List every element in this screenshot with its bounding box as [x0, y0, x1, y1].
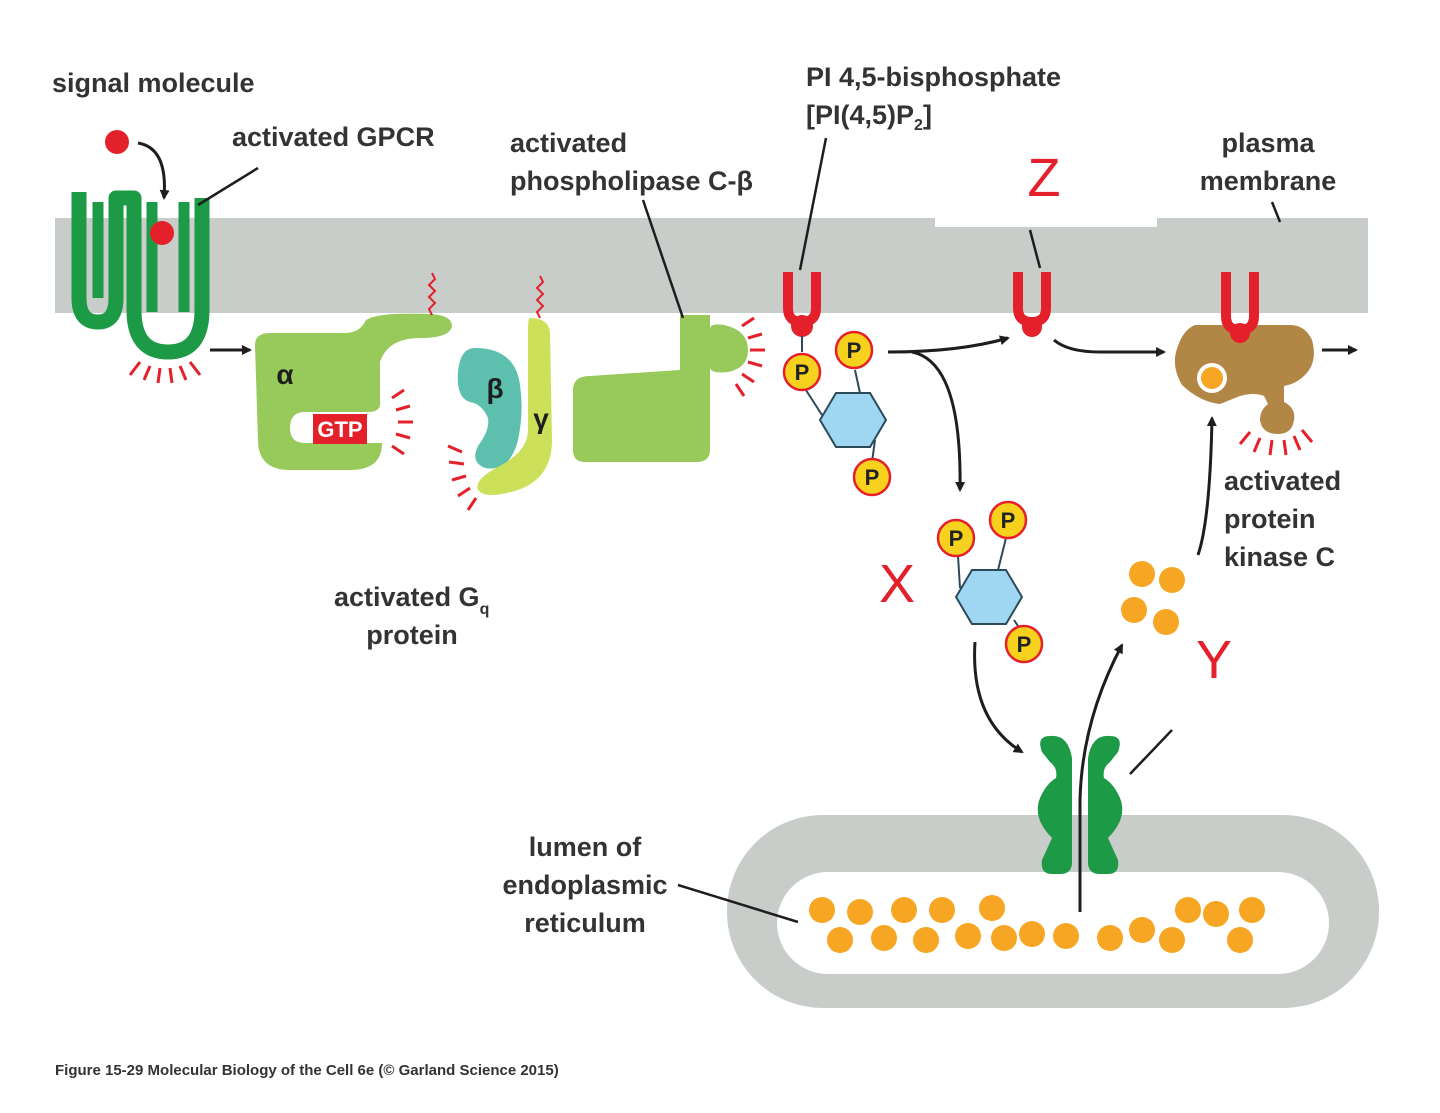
- gtp-tag: [313, 414, 367, 444]
- dag-molecule: [1013, 272, 1051, 337]
- pip2-bond-2: [854, 369, 861, 394]
- phosphate-label: P: [847, 338, 862, 363]
- plc-label-line1: activated: [510, 128, 627, 158]
- pip2-label-main: [PI(4,5)P: [806, 100, 914, 130]
- arrow-to-ip3: [911, 350, 966, 492]
- channel-binding-site-left: [1025, 758, 1045, 778]
- plasma-membrane: [55, 218, 1368, 313]
- gamma-label: γ: [533, 403, 549, 434]
- plc-label-line2: phospholipase C-β: [510, 166, 753, 196]
- plasma-label-line1: plasma: [1221, 128, 1315, 158]
- phosphate-label: P: [949, 526, 964, 551]
- ip3-inositol-ring: [954, 569, 1024, 625]
- pip2-inositol-ring: [818, 392, 888, 448]
- phosphate-label: P: [795, 360, 810, 385]
- beta-gamma-activation-rays: [447, 444, 478, 511]
- ip3-bond-1: [957, 555, 961, 589]
- alpha-label: α: [276, 359, 293, 390]
- signal-molecule-label: signal molecule: [52, 68, 255, 98]
- pkc-dag: [1221, 272, 1259, 343]
- pkc-label-line2: protein: [1224, 504, 1316, 534]
- pip2-phosphate-2: P: [834, 330, 874, 370]
- er-label-line1: lumen of: [529, 832, 643, 862]
- arrow-calcium-release: [1078, 643, 1124, 912]
- plasma-label-line2: membrane: [1200, 166, 1337, 196]
- marker-x: X: [879, 554, 915, 614]
- pkc-label-line3: kinase C: [1224, 542, 1335, 572]
- gpcr-leader: [197, 166, 259, 207]
- pkc-label-line1: activated: [1224, 466, 1341, 496]
- g-beta-subunit: [457, 348, 522, 469]
- released-calcium-ions: [1121, 561, 1185, 635]
- gq-label-line2: protein: [366, 620, 458, 650]
- pkc-activation-rays: [1238, 429, 1314, 456]
- gq-label-main: activated G: [334, 582, 480, 612]
- arrow-calcium-to-pkc: [1196, 416, 1217, 556]
- gq-label-line1: activated Gq: [334, 582, 489, 618]
- marker-y: Y: [1196, 630, 1232, 690]
- pip2-phosphate-3: P: [852, 457, 892, 497]
- pkc-bound-calcium: [1201, 367, 1223, 389]
- y-leader: [1129, 729, 1173, 775]
- ip3-phosphate-3: P: [1004, 624, 1044, 664]
- activated-gpcr-label: activated GPCR: [232, 122, 435, 152]
- g-alpha-subunit: GTP α: [255, 313, 452, 470]
- er-lumen-leader: [677, 883, 799, 924]
- ip3-phosphate-2: P: [988, 500, 1028, 540]
- gpcr-receptor: [71, 190, 210, 360]
- ip3-receptor-channel-right: [1088, 735, 1123, 874]
- signal-molecule-bound: [150, 221, 174, 245]
- figure-caption: Figure 15-29 Molecular Biology of the Ce…: [55, 1062, 559, 1079]
- z-leader: [1028, 229, 1042, 269]
- phospholipase-c-beta: [573, 315, 748, 462]
- membrane-notch: [935, 212, 1157, 227]
- plasma-membrane-leader: [1270, 201, 1282, 223]
- phosphate-label: P: [865, 465, 880, 490]
- gamma-lipid-anchor: [535, 275, 545, 319]
- ip3-bond-2: [997, 537, 1007, 571]
- pip2-lipid-tails: [783, 272, 821, 337]
- er-label-line3: reticulum: [524, 908, 646, 938]
- pip2-phosphate-1: P: [782, 352, 822, 392]
- pip2-leader: [798, 137, 828, 271]
- plc-activation-rays: [734, 316, 765, 397]
- g-gamma-subunit: [477, 318, 552, 495]
- arrow-dag-to-pkc: [1053, 338, 1166, 357]
- signal-molecule-free: [105, 130, 129, 154]
- gtp-label: GTP: [317, 417, 362, 442]
- er-calcium-store: [809, 895, 1265, 953]
- phosphate-label: P: [1017, 632, 1032, 657]
- er-label-line2: endoplasmic: [502, 870, 667, 900]
- ip3-phosphate-1: P: [936, 518, 976, 558]
- pip2-label-line2: [PI(4,5)P2]: [806, 100, 932, 134]
- ip3-receptor-channel-left: [1037, 735, 1072, 874]
- alpha-activation-rays: [391, 388, 413, 456]
- pip2-label-line1: PI 4,5-bisphosphate: [806, 62, 1061, 92]
- protein-kinase-c: [1174, 325, 1314, 434]
- arrow-to-dag: [887, 335, 1010, 354]
- pip2-label-end: ]: [923, 100, 932, 130]
- alpha-lipid-anchor: [427, 272, 437, 316]
- pip2-label-subscript: 2: [914, 117, 923, 134]
- signal-binding-arrow: [137, 141, 170, 200]
- marker-z: Z: [1028, 148, 1061, 208]
- gq-label-subscript: q: [480, 601, 490, 618]
- beta-label: β: [486, 373, 503, 404]
- plc-leader: [641, 199, 685, 319]
- arrow-ip3-to-channel: [973, 641, 1024, 754]
- gpcr-activation-rays: [128, 361, 202, 384]
- phosphate-label: P: [1001, 508, 1016, 533]
- channel-binding-site-right: [1115, 758, 1135, 778]
